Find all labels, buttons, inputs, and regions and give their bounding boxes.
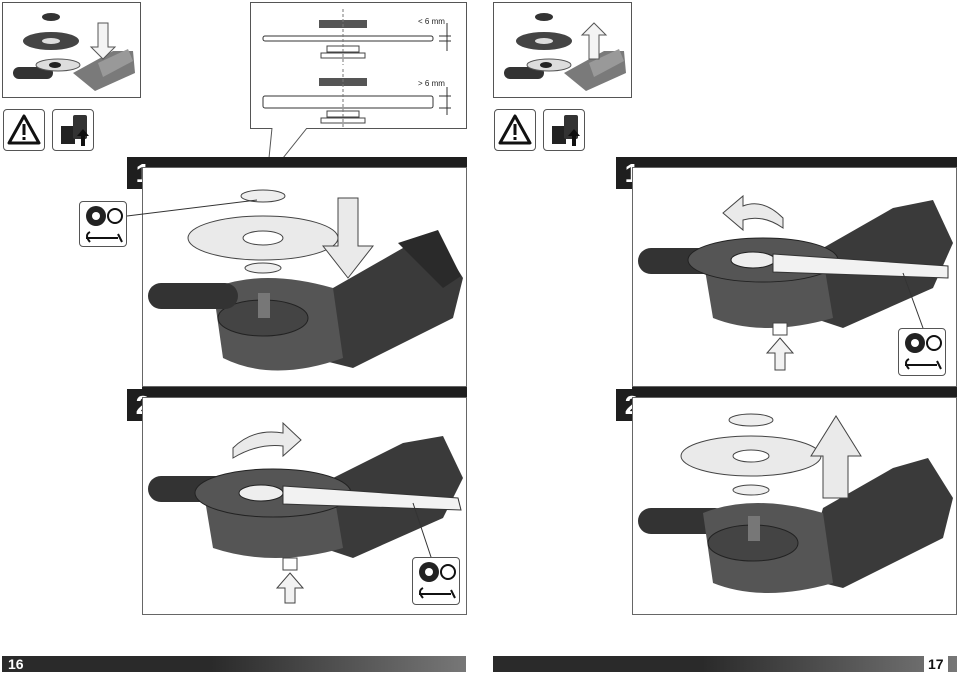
flange-nut-icon <box>79 201 127 247</box>
spanner-icon <box>898 328 946 376</box>
step-2-remove-disc-illustration <box>632 397 957 615</box>
footer-bar-right <box>493 656 957 672</box>
footer-bar-left <box>2 656 466 672</box>
step-bar <box>632 387 957 397</box>
disc-thickness-callout: < 6 mm > 6 mm <box>250 2 467 129</box>
page-number-left: 16 <box>8 656 24 672</box>
flange-leader-line <box>127 199 258 217</box>
step-1-mount-disc-illustration <box>142 167 467 387</box>
thickness-less-label: < 6 mm <box>418 17 445 26</box>
thickness-more-label: > 6 mm <box>418 79 445 88</box>
spanner-icon <box>412 557 460 605</box>
overview-illustration-left <box>2 2 141 98</box>
overview-illustration-right <box>493 2 632 98</box>
remove-battery-icon <box>52 109 94 151</box>
step-bar <box>632 157 957 167</box>
step-bar <box>142 157 467 167</box>
warning-triangle-icon <box>494 109 536 151</box>
step-bar <box>142 387 467 397</box>
step-1-loosen-illustration <box>632 167 957 387</box>
remove-battery-icon <box>543 109 585 151</box>
page-number-right: 17 <box>924 656 948 672</box>
warning-triangle-icon <box>3 109 45 151</box>
